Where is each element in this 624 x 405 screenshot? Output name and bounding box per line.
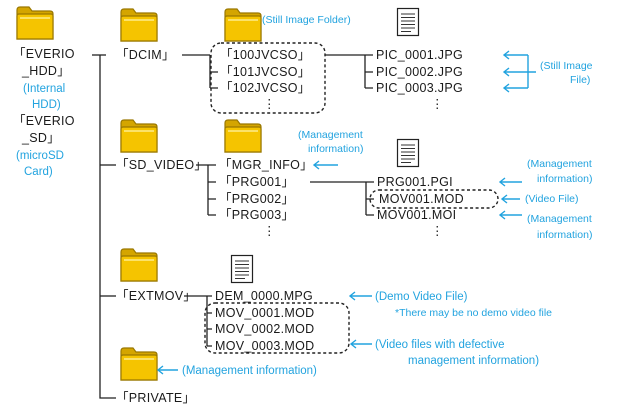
arrow-left-icon [156, 365, 178, 375]
folder-icon [224, 8, 262, 42]
ellipsis: ⋮ [431, 97, 444, 111]
arrow-left-icon [502, 67, 528, 77]
ellipsis: ⋮ [431, 224, 444, 238]
dcim-subfolder: 「102JVCSO」 [220, 81, 311, 95]
extmov-file: MOV_0003.MOD [215, 339, 314, 353]
folder-icon [120, 119, 158, 153]
sd-video-subfolder: 「PRG001」 [219, 175, 294, 189]
internal-hdd-note: HDD) [32, 99, 61, 111]
still-file: PIC_0003.JPG [376, 81, 463, 95]
moi-note: (Management [527, 213, 592, 225]
root-label-line: _HDD」 [21, 64, 70, 78]
extmov-file: DEM_0000.MPG [215, 289, 313, 303]
defective-files-outline [204, 302, 350, 354]
arrow-left-icon [349, 339, 372, 349]
sd-video-subfolder: 「MGR_INFO」 [219, 158, 313, 172]
arrow-left-icon [348, 291, 372, 301]
sd-video-subfolder: 「PRG003」 [219, 208, 294, 222]
ellipsis: ⋮ [263, 224, 276, 238]
sd-label-line: _SD」 [21, 131, 60, 145]
ellipsis: ⋮ [263, 97, 276, 111]
folder-icon [120, 8, 158, 42]
arrow-left-icon [500, 194, 520, 204]
folder-label-private: 「PRIVATE」 [116, 391, 195, 405]
document-icon [396, 138, 420, 168]
mod-note: (Video File) [525, 193, 579, 205]
still-folder-group-outline [210, 42, 326, 114]
dcim-subfolder: 「101JVCSO」 [220, 65, 311, 79]
private-note: (Management information) [182, 365, 317, 377]
pgi-note: (Management [527, 158, 592, 170]
still-image-file-note: (Still Image [540, 60, 593, 72]
sd-video-subfolder: 「PRG002」 [219, 192, 294, 206]
dcim-subfolder: 「100JVCSO」 [220, 48, 311, 62]
document-icon [230, 254, 254, 284]
microsd-note: (microSD [16, 150, 64, 162]
tree-connector [206, 296, 212, 347]
sd-label-line: 「EVERIO [13, 114, 75, 128]
still-image-folder-note: (Still Image Folder) [262, 14, 351, 26]
mgr-info-note: information) [308, 143, 363, 155]
mgr-info-note: (Management [298, 129, 363, 141]
folder-icon [16, 6, 54, 40]
arrow-left-icon [502, 50, 528, 60]
arrow-bracket [527, 55, 536, 88]
tree-connector [207, 165, 216, 216]
tree-connector [365, 182, 374, 216]
microsd-note: Card) [24, 166, 53, 178]
prg-file: MOV001.MOD [379, 192, 464, 206]
arrow-left-icon [312, 160, 338, 170]
tree-trunk [99, 55, 116, 399]
arrow-left-icon [498, 177, 522, 187]
arrow-left-icon [502, 83, 528, 93]
defective-files-note: management information) [408, 355, 539, 367]
internal-hdd-note: (Internal [23, 83, 65, 95]
pgi-note: information) [537, 173, 592, 185]
folder-icon [120, 347, 158, 381]
still-image-file-note: File) [570, 74, 590, 86]
folder-icon [224, 119, 262, 153]
arrow-left-icon [498, 210, 522, 220]
moi-note: information) [537, 229, 592, 241]
folder-icon [120, 248, 158, 282]
defective-files-note: (Video files with defective [375, 339, 505, 351]
folder-label-dcim: 「DCIM」 [116, 48, 175, 62]
prg-file: PRG001.PGI [377, 175, 453, 189]
extmov-file: MOV_0001.MOD [215, 306, 314, 320]
tree-connector [364, 55, 373, 89]
extmov-file: MOV_0002.MOD [215, 322, 314, 336]
still-file: PIC_0001.JPG [376, 48, 463, 62]
still-file: PIC_0002.JPG [376, 65, 463, 79]
demo-footnote: *There may be no demo video file [395, 307, 552, 319]
document-icon [396, 7, 420, 37]
prg-file: MOV001.MOI [377, 208, 456, 222]
mod-file-outline [369, 189, 499, 209]
demo-video-note: (Demo Video File) [375, 291, 468, 303]
root-label-line: 「EVERIO [13, 47, 75, 61]
folder-label-extmov: 「EXTMOV」 [116, 289, 196, 303]
folder-label-sd-video: 「SD_VIDEO」 [116, 158, 207, 172]
